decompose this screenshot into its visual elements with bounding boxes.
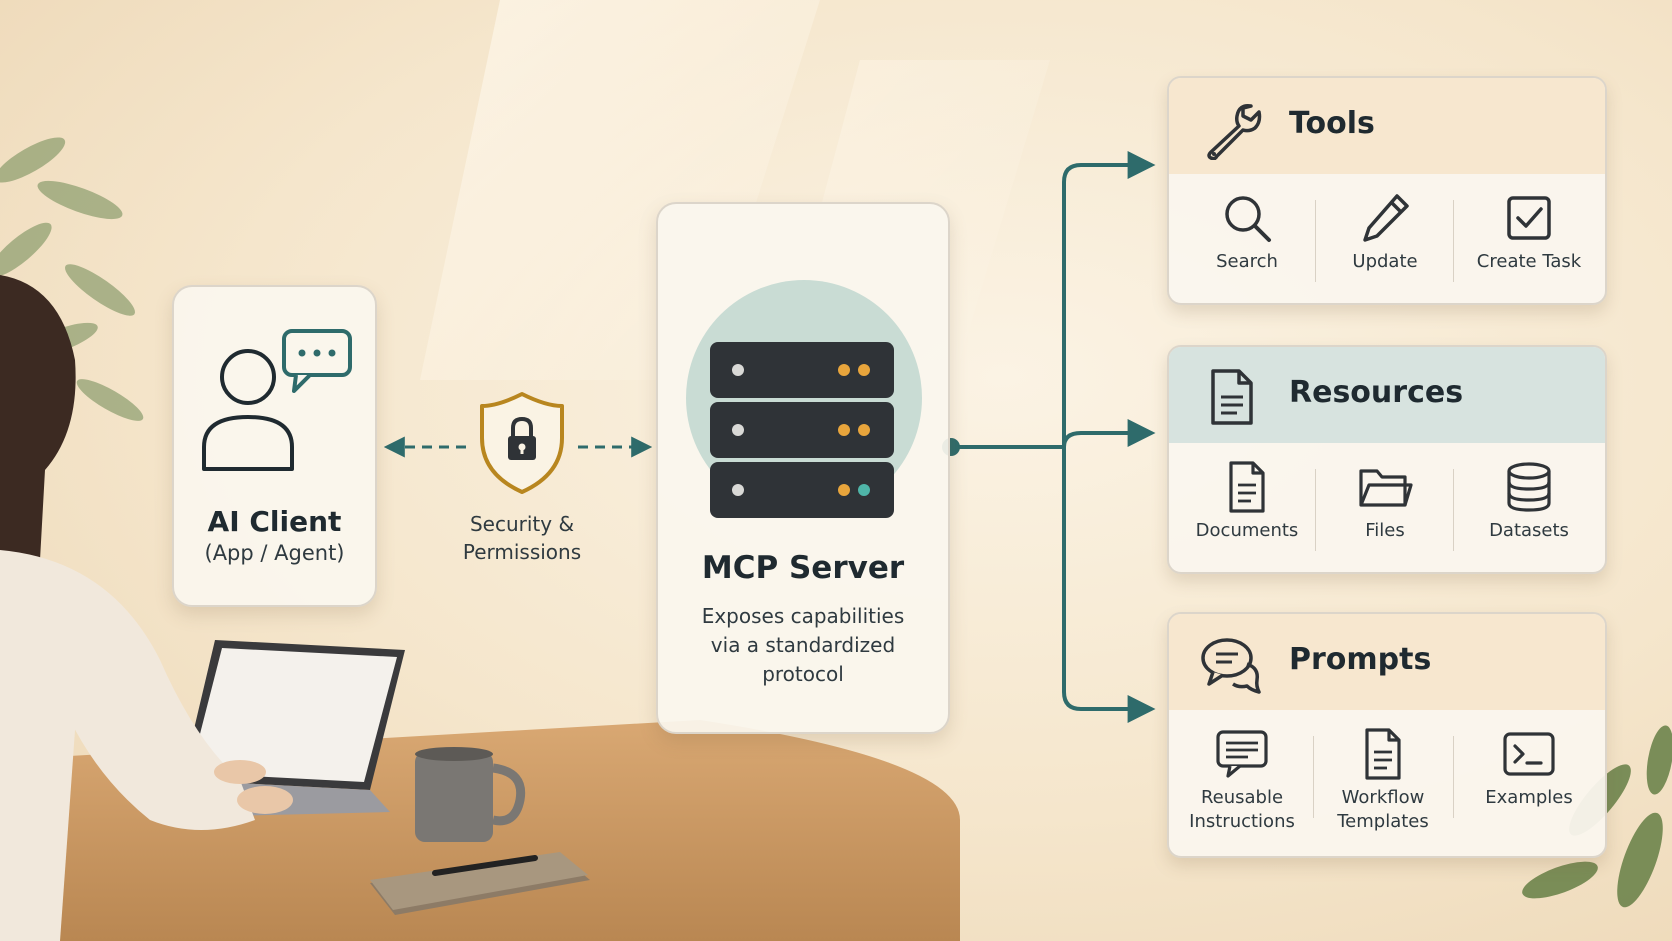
resource-files-label: Files [1365,520,1405,541]
mug [415,747,526,842]
database-icon [1507,462,1551,512]
resources-header [1169,347,1605,443]
tool-update[interactable]: Update [1317,182,1453,302]
message-icon [1216,730,1268,778]
server-title: MCP Server [701,550,905,586]
divider [1453,469,1454,551]
shield-lock-icon [480,392,564,494]
label-line: Workflow [1341,787,1425,808]
tools-header [1169,78,1605,174]
client-subtitle: (App / Agent) [204,541,345,565]
tool-update-label: Update [1352,251,1418,272]
wrench-icon [1207,103,1262,160]
terminal-icon [1503,732,1555,776]
label-line: Templates [1337,811,1429,832]
resource-files[interactable]: Files [1317,451,1453,571]
tools-panel: Tools Search Update Create Task [1167,76,1607,305]
resources-title: Resources [1289,375,1464,410]
person [0,275,293,941]
chat-icon [1201,638,1261,694]
tool-search[interactable]: Search [1179,182,1315,302]
prompt-workflow-templates[interactable]: Workflow Templates [1315,718,1451,838]
tool-search-label: Search [1216,251,1278,272]
tools-title: Tools [1289,106,1375,141]
prompt-examples[interactable]: Examples [1455,718,1603,838]
server-icon [686,280,922,518]
resource-documents-label: Documents [1195,520,1299,541]
divider [1453,200,1454,282]
divider [1315,200,1316,282]
security-label-line2: Permissions [462,540,582,564]
security-label-line1: Security & [469,512,575,536]
notebook [370,852,590,915]
prompt-workflow-templates-label: Workflow Templates [1315,786,1451,834]
checkbox-icon [1507,196,1551,240]
ai-client-card: AI Client (App / Agent) [172,285,377,607]
divider [1313,736,1314,818]
server-desc-line2: via a standardized [710,633,896,657]
branch-to-resources [1062,419,1156,448]
divider [1453,736,1454,818]
resources-panel: Resources Documents Files [1167,345,1607,574]
user-chat-icon [202,329,352,471]
mcp-server-card: MCP Server Exposes capabilities via a st… [656,202,950,734]
resource-datasets-label: Datasets [1489,520,1569,541]
prompt-reusable-instructions-label: Reusable Instructions [1169,786,1315,834]
prompt-reusable-instructions[interactable]: Reusable Instructions [1169,718,1315,838]
divider [1315,469,1316,551]
tool-create-task[interactable]: Create Task [1455,182,1603,302]
server-desc-line1: Exposes capabilities [701,604,905,628]
resource-documents[interactable]: Documents [1179,451,1315,571]
resource-datasets[interactable]: Datasets [1455,451,1603,571]
prompts-title: Prompts [1289,642,1432,677]
branch-to-prompts [1062,447,1156,723]
prompts-header [1169,614,1605,710]
label-line: Reusable [1200,787,1284,808]
prompt-examples-label: Examples [1485,787,1573,808]
server-desc-line3: protocol [762,662,844,686]
security-label: Security & Permissions [440,510,604,566]
pencil-icon [1363,194,1409,242]
prompts-panel: Prompts Reusable Instructions [1167,612,1607,858]
branch-to-tools [1062,151,1156,447]
server-description: Exposes capabilities via a standardized … [658,602,948,689]
folder-icon [1359,469,1413,507]
plant-left [0,137,144,421]
document-icon [1229,461,1265,513]
document-icon [1365,728,1401,780]
document-icon [1211,369,1253,425]
label-line: Instructions [1189,811,1295,832]
client-title: AI Client [207,505,342,538]
tool-create-task-label: Create Task [1476,251,1582,272]
search-icon [1225,196,1271,242]
